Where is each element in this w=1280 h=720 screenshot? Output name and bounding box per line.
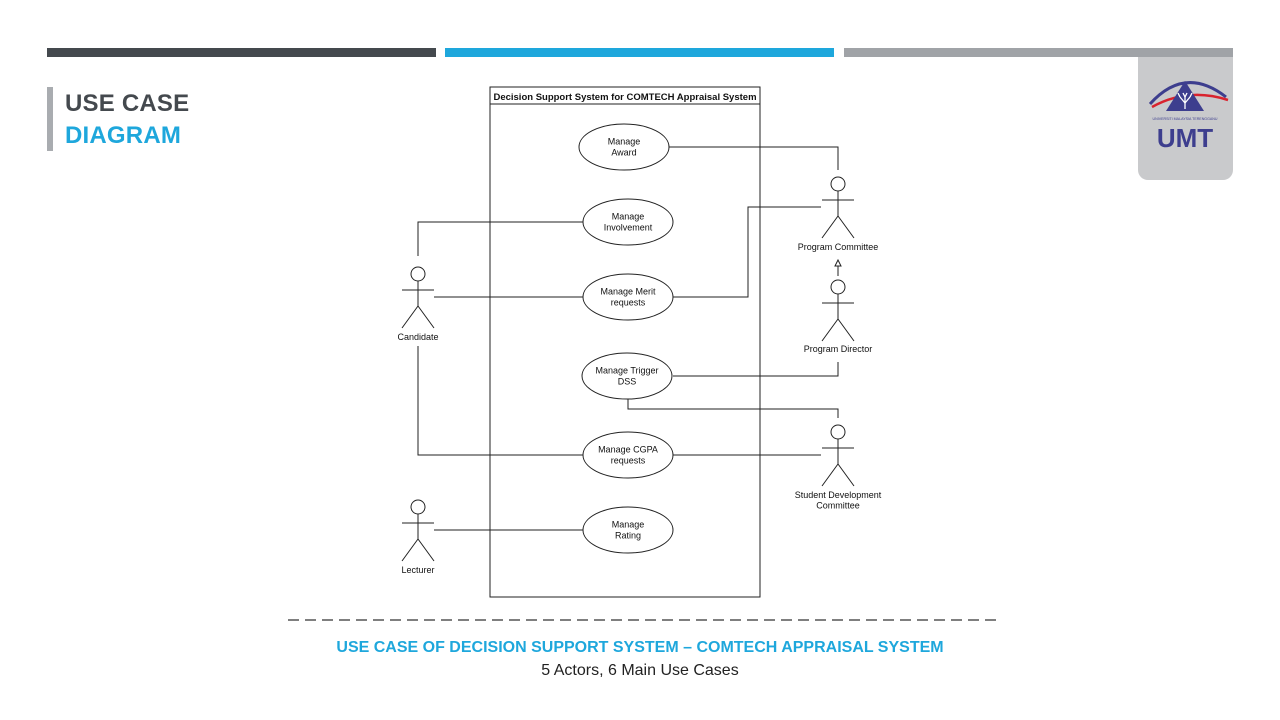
- header-bar-blue: [445, 48, 834, 57]
- actor-label: Candidate: [397, 332, 438, 342]
- actor-label-line: Student Development: [795, 490, 882, 500]
- actor-label-line: Program Committee: [798, 242, 879, 252]
- actor-leg-right: [417, 538, 435, 562]
- actor-candidate: Candidate: [397, 266, 439, 342]
- stick-figure-icon: [821, 424, 855, 487]
- actor-lecturer: Lecturer: [401, 499, 435, 575]
- actor-leg-right: [837, 215, 855, 239]
- actor-leg-left: [401, 305, 419, 329]
- logo-swoosh-purple: [1148, 81, 1227, 106]
- actor-head: [410, 499, 426, 515]
- actor-label-line: Committee: [816, 501, 860, 511]
- use-case-label-line: Manage: [612, 520, 645, 530]
- system-title: Decision Support System for COMTECH Appr…: [493, 92, 756, 103]
- use-case-label-line: Manage: [608, 137, 641, 147]
- title-accent-bar: [47, 87, 53, 151]
- line-award-program-committee: [669, 146, 839, 170]
- header-bar-dark: [47, 48, 436, 57]
- use-case-label-line: Manage Merit: [600, 287, 656, 297]
- use-case-ellipse: [582, 273, 674, 321]
- use-case-label-line: Manage CGPA: [598, 445, 658, 455]
- stick-figure-icon: [821, 279, 855, 342]
- use-case-label-line: Involvement: [604, 223, 653, 233]
- use-case-label-line: DSS: [618, 377, 637, 387]
- use-case-ellipse: [582, 506, 674, 554]
- actor-leg-left: [821, 318, 839, 342]
- line-candidate-involvement: [417, 221, 584, 256]
- actor-leg-right: [417, 305, 435, 329]
- actor-program-director: Program Director: [804, 279, 873, 354]
- actor-label-line: Lecturer: [401, 565, 434, 575]
- use-case-ellipse: [581, 352, 673, 400]
- slide-title-line1: USE CASE: [65, 90, 190, 117]
- line-trigger-student-dev: [627, 398, 839, 418]
- stick-figure-icon: [401, 266, 435, 329]
- use-case-label-line: Award: [611, 148, 636, 158]
- actor-label: Lecturer: [401, 565, 434, 575]
- use-case-label-line: requests: [611, 456, 646, 466]
- actor-leg-left: [821, 463, 839, 487]
- actor-label-line: Candidate: [397, 332, 438, 342]
- use-case-label-line: Rating: [615, 531, 641, 541]
- actor-leg-right: [837, 463, 855, 487]
- line-trigger-program-director: [673, 362, 839, 377]
- actor-label: Program Committee: [798, 242, 879, 252]
- actor-head: [830, 176, 846, 192]
- slide-title-line2: DIAGRAM: [65, 122, 182, 149]
- actor-head: [830, 279, 846, 295]
- logo-subtext: UNIVERSITI MALAYSIA TERENGGANU: [1153, 117, 1218, 121]
- system-boundary: [489, 86, 761, 598]
- logo-coral-icon: [1177, 92, 1193, 109]
- actor-head: [410, 266, 426, 282]
- actor-program-committee: Program Committee: [798, 176, 879, 252]
- use-case-ellipse: [578, 123, 670, 171]
- actor-head: [830, 424, 846, 440]
- caption-subtitle: 5 Actors, 6 Main Use Cases: [541, 662, 739, 679]
- header-bar-grey: [844, 48, 1233, 57]
- generalization-arrow-icon: [834, 258, 842, 267]
- caption-title: USE CASE OF DECISION SUPPORT SYSTEM – CO…: [336, 639, 944, 656]
- line-candidate-cgpa: [417, 346, 584, 456]
- use-case-ellipse: [582, 431, 674, 479]
- use-case-ellipse: [582, 198, 674, 246]
- actor-leg-left: [401, 538, 419, 562]
- stick-figure-icon: [821, 176, 855, 239]
- actor-leg-left: [821, 215, 839, 239]
- logo-text: UMT: [1157, 123, 1213, 153]
- use-case-label-line: Manage Trigger: [595, 366, 658, 376]
- actor-label: Program Director: [804, 344, 873, 354]
- stick-figure-icon: [401, 499, 435, 562]
- umt-logo-icon: UNIVERSITI MALAYSIA TERENGGANU UMT: [1148, 81, 1229, 153]
- actor-leg-right: [837, 318, 855, 342]
- connector-lines: [417, 146, 839, 531]
- university-logo: UNIVERSITI MALAYSIA TERENGGANU UMT: [1138, 57, 1233, 180]
- line-merit-program-committee: [673, 206, 750, 298]
- use-case-label-line: requests: [611, 298, 646, 308]
- actor-label-line: Program Director: [804, 344, 873, 354]
- use-case-label-line: Manage: [612, 212, 645, 222]
